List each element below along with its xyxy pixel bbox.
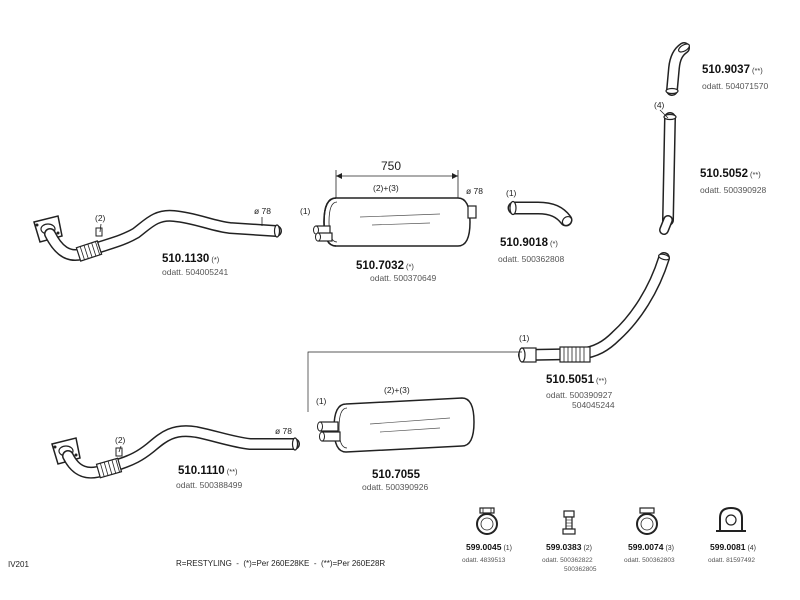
ref-label: (2) <box>95 213 106 223</box>
part-code-510-9037: 510.9037(**) <box>702 64 763 76</box>
odatt-label: odatt. 500370649 <box>370 273 436 283</box>
ref-label: (4) <box>654 100 665 110</box>
ref-label: (1) <box>300 206 311 216</box>
bolt-icon[interactable] <box>562 510 576 535</box>
part-code-510-1110: 510.1110(**) <box>178 465 238 477</box>
diameter-label: ø 78 <box>275 426 292 436</box>
part-code-510-5051: 510.5051(**) <box>546 374 607 386</box>
odatt-label: odatt. 504005241 <box>162 267 228 277</box>
accessory-code: 599.0081(4) <box>710 542 756 552</box>
odatt-label: odatt. 500362808 <box>498 254 564 264</box>
ref-label: (1) <box>519 333 530 343</box>
ref-label: (2)+(3) <box>373 183 399 193</box>
length-dimension: 750 <box>381 159 401 173</box>
elbow-pipe-510-9018[interactable] <box>507 200 573 228</box>
accessory-code: 599.0383(2) <box>546 542 592 552</box>
diameter-label: ø 78 <box>254 206 271 216</box>
silencer-510-7032[interactable] <box>313 197 477 247</box>
straight-pipe-510-5052[interactable] <box>659 112 677 235</box>
bracket-icon[interactable] <box>716 506 746 532</box>
part-code-510-7032: 510.7032(*) <box>356 260 414 272</box>
ref-label: (1) <box>316 396 327 406</box>
legend-text: R=RESTYLING - (*)=Per 260E28KE - (**)=Pe… <box>176 559 385 568</box>
odatt-label: 500362805 <box>564 566 597 573</box>
part-code-510-7055: 510.7055 <box>372 469 421 481</box>
tail-pipe-510-9037[interactable] <box>665 42 691 96</box>
diagram-id: IV201 <box>8 560 29 569</box>
odatt-label: 504045244 <box>572 400 615 410</box>
ref-label: (2) <box>115 435 126 445</box>
part-code-510-9018: 510.9018(*) <box>500 237 558 249</box>
part-code-510-1130: 510.1130(*) <box>162 253 220 265</box>
intermediate-pipe-510-5051[interactable] <box>518 252 670 363</box>
odatt-label: odatt. 500390927 <box>546 390 612 400</box>
front-pipe-510-1110[interactable] <box>51 425 300 479</box>
silencer-510-7055[interactable] <box>317 397 475 453</box>
odatt-label: odatt. 500390928 <box>700 185 766 195</box>
accessory-code: 599.0074(3) <box>628 542 674 552</box>
odatt-label: odatt. 4839513 <box>462 557 506 564</box>
clamp-icon[interactable] <box>476 507 498 535</box>
odatt-label: odatt. 500362822 <box>542 557 593 564</box>
odatt-label: odatt. 500362803 <box>624 557 675 564</box>
clamp-icon[interactable] <box>636 507 658 535</box>
ref-label: (2)+(3) <box>384 385 410 395</box>
odatt-label: odatt. 81597492 <box>708 557 755 564</box>
odatt-label: odatt. 500390926 <box>362 482 428 492</box>
front-pipe-510-1130[interactable] <box>33 209 282 262</box>
part-code-510-5052: 510.5052(**) <box>700 168 761 180</box>
odatt-label: odatt. 500388499 <box>176 480 242 490</box>
diameter-label: ø 78 <box>466 186 483 196</box>
accessory-code: 599.0045(1) <box>466 542 512 552</box>
odatt-label: odatt. 504071570 <box>702 81 768 91</box>
ref-label: (1) <box>506 188 517 198</box>
